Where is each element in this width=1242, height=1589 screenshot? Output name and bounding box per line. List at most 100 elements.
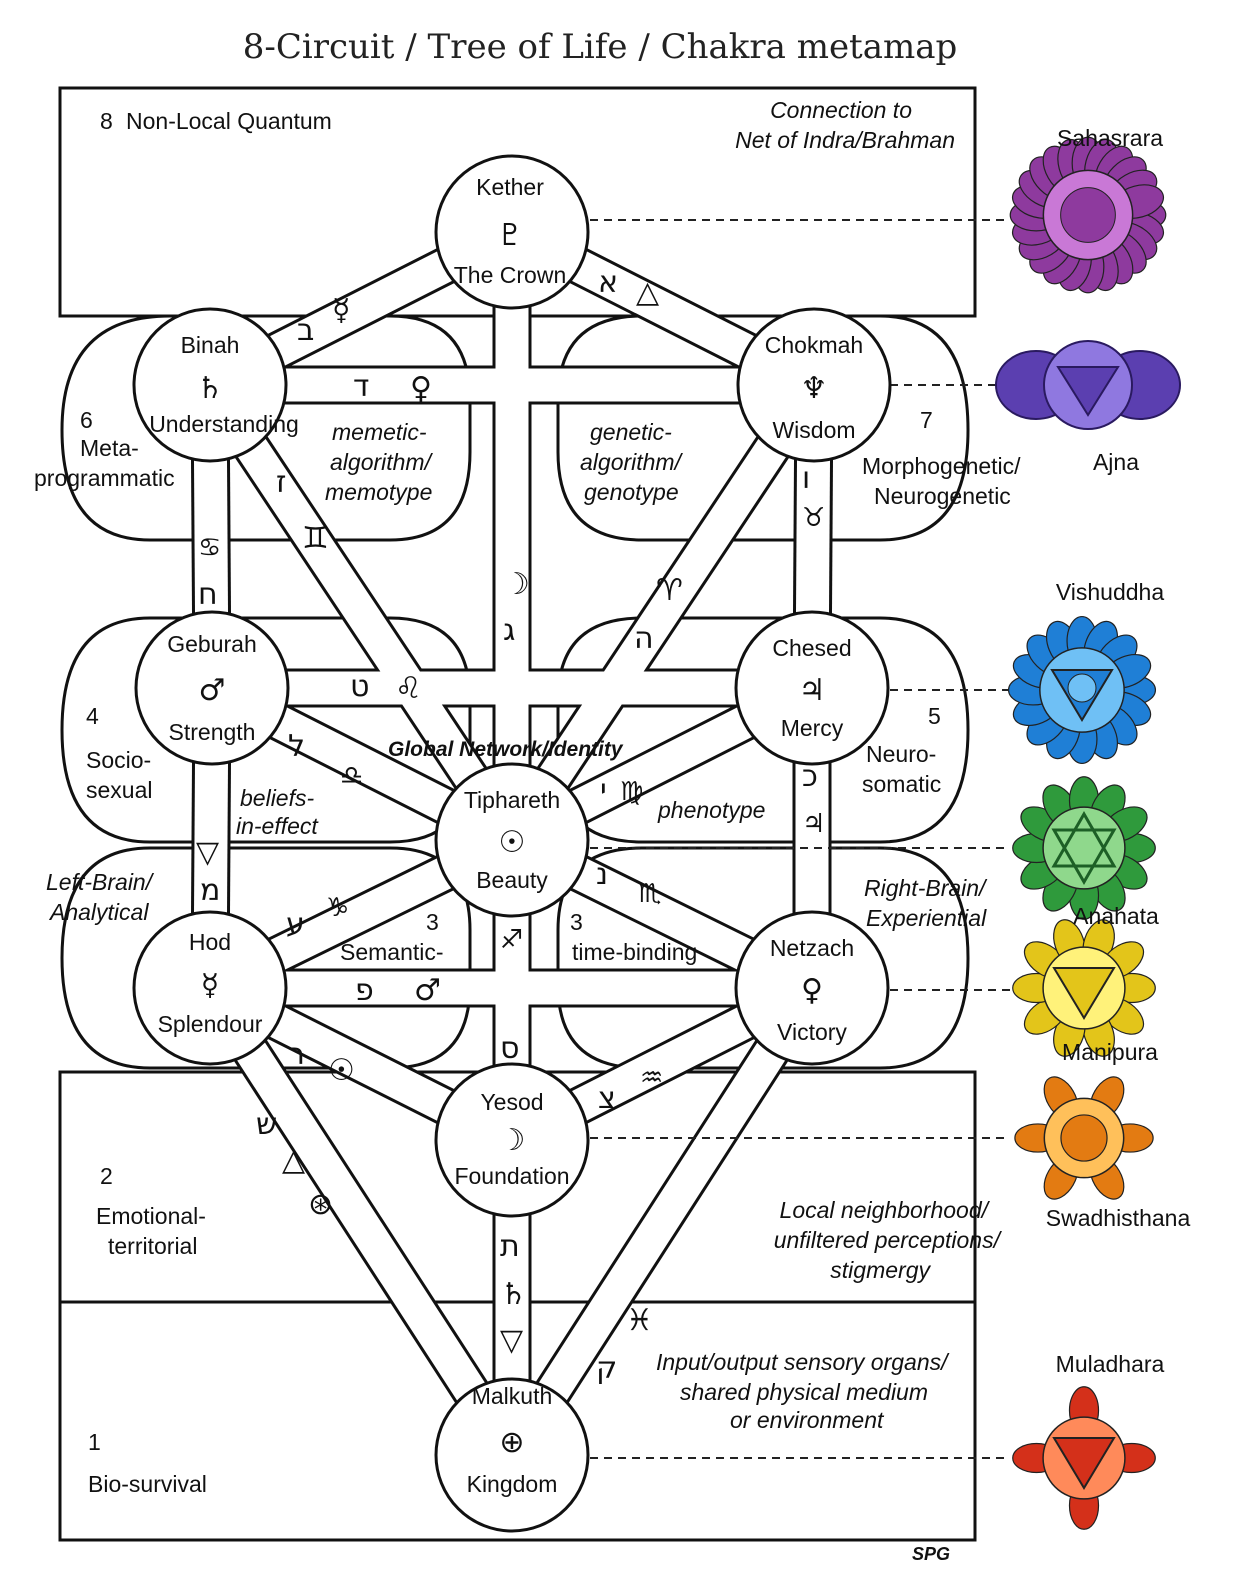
glyph-he: ה bbox=[634, 621, 654, 656]
hod-symbol: ☿ bbox=[201, 968, 219, 1003]
memetic-line1: memetic- bbox=[332, 419, 427, 445]
glyph-pe: פ bbox=[355, 973, 374, 1008]
local-line2: unfiltered perceptions/ bbox=[774, 1227, 1003, 1253]
tiphareth-symbol: ☉ bbox=[499, 825, 526, 860]
chakra-label-muladhara: Muladhara bbox=[1056, 1351, 1165, 1377]
glyph-cancer: ♋ bbox=[198, 533, 221, 563]
glyph-mars-path: ♂ bbox=[414, 973, 441, 1008]
glyph-lamed: ל bbox=[288, 729, 305, 764]
circuit-4-num: 4 bbox=[86, 703, 99, 729]
chokmah-title: Wisdom bbox=[772, 417, 855, 443]
memetic-line2: algorithm/ bbox=[330, 449, 434, 475]
glyph-shin: ש bbox=[256, 1107, 277, 1142]
circuit-3-right-label: time-binding bbox=[572, 939, 697, 965]
chakra-muladhara bbox=[1012, 1386, 1156, 1530]
chokmah-name: Chokmah bbox=[765, 332, 863, 358]
circuit-2-num: 2 bbox=[100, 1163, 113, 1189]
geburah-symbol: ♂ bbox=[199, 673, 226, 708]
chakras bbox=[995, 136, 1181, 1530]
chakra-center bbox=[1042, 806, 1126, 890]
glyph-qoph: ק bbox=[596, 1351, 617, 1386]
circuit-6-num: 6 bbox=[80, 407, 93, 433]
glyph-teth: ט bbox=[350, 669, 369, 704]
glyph-samekh: ס bbox=[500, 1031, 519, 1066]
chakra-label-ajna: Ajna bbox=[1093, 449, 1139, 475]
chakra-sahasrara bbox=[1009, 136, 1167, 294]
glyph-fire-triangle: △ bbox=[636, 275, 659, 310]
geburah-title: Strength bbox=[169, 719, 256, 745]
glyph-virgo: ♍ bbox=[620, 777, 643, 807]
chokmah-symbol: ♆ bbox=[801, 371, 828, 406]
beliefs-line1: beliefs- bbox=[240, 785, 314, 811]
chesed-name: Chesed bbox=[772, 635, 851, 661]
malkuth-title: Kingdom bbox=[467, 1471, 558, 1497]
glyph-saturn-path: ♄ bbox=[500, 1277, 527, 1312]
glyph-mercury-path: ☿ bbox=[332, 293, 350, 328]
beliefs-line2: in-effect bbox=[236, 813, 319, 839]
glyph-moon-path: ☽ bbox=[503, 567, 530, 602]
glyph-tav: ת bbox=[500, 1229, 520, 1264]
binah-name: Binah bbox=[181, 332, 240, 358]
glyph-ayin: ע bbox=[286, 907, 305, 942]
netzach-title: Victory bbox=[777, 1019, 847, 1045]
circuit-3-right-num: 3 bbox=[570, 909, 583, 935]
chakra-inner-ring bbox=[1060, 187, 1116, 243]
local-line3: stigmergy bbox=[830, 1257, 931, 1283]
binah-title: Understanding bbox=[149, 411, 299, 437]
right-brain-line1: Right-Brain/ bbox=[864, 875, 988, 901]
path-glyphs: ב ☿ א △ ד ♀ ז ♊ ♋ ח ☽ ג ♈ ה ו ♉ ט ♌ ל ♎ … bbox=[196, 265, 825, 1386]
chakra-manipura bbox=[1012, 919, 1156, 1057]
circuit-2-line2: territorial bbox=[108, 1233, 197, 1259]
netzach-symbol: ♀ bbox=[801, 973, 823, 1008]
hod-name: Hod bbox=[189, 929, 231, 955]
chakra-labels: Sahasrara Ajna Vishuddha Anahata Manipur… bbox=[1046, 125, 1191, 1377]
chakra-label-vishuddha: Vishuddha bbox=[1056, 579, 1164, 605]
circuit-5-line1: Neuro- bbox=[866, 741, 936, 767]
glyph-water-triangle: ▽ bbox=[196, 835, 219, 870]
glyph-vav: ו bbox=[802, 461, 810, 496]
chakra-anahata bbox=[1012, 776, 1156, 920]
glyph-daleth: ד bbox=[353, 369, 369, 404]
glyph-cheth: ח bbox=[198, 577, 218, 612]
diagram-notes: memetic- algorithm/ memotype genetic- al… bbox=[46, 419, 1003, 1433]
chakra-connectors bbox=[590, 219, 1010, 1459]
circuit-7-line2: Neurogenetic bbox=[874, 483, 1011, 509]
sephirah-tiphareth bbox=[434, 762, 590, 918]
chakra-label-manipura: Manipura bbox=[1062, 1039, 1158, 1065]
circuit-labels: 8 Non-Local Quantum Connection to Net of… bbox=[34, 97, 1021, 1497]
circuit-8-label: Non-Local Quantum bbox=[126, 108, 332, 134]
geburah-name: Geburah bbox=[167, 631, 257, 657]
circuit-8-note-1: Connection to bbox=[770, 97, 912, 123]
yesod-name: Yesod bbox=[480, 1089, 543, 1115]
sephirah-binah bbox=[132, 307, 288, 463]
memetic-line3: memotype bbox=[325, 479, 432, 505]
sephiroth bbox=[132, 154, 892, 1533]
glyph-aries: ♈ bbox=[656, 573, 683, 608]
circuit-4-line1: Socio- bbox=[86, 747, 151, 773]
circuit-3-left-num: 3 bbox=[426, 909, 439, 935]
glyph-gemini: ♊ bbox=[302, 521, 329, 556]
glyph-sun-path: ☉ bbox=[328, 1053, 355, 1088]
glyph-gimel: ג bbox=[503, 613, 515, 648]
tiphareth-name: Tiphareth bbox=[464, 787, 560, 813]
circuit-6-line1: Meta- bbox=[80, 435, 139, 461]
glyph-beth: ב bbox=[297, 313, 314, 348]
sephirah-yesod bbox=[434, 1062, 590, 1218]
circuit-5-num: 5 bbox=[928, 703, 941, 729]
chakra-core bbox=[1067, 673, 1097, 703]
malkuth-name: Malkuth bbox=[472, 1383, 553, 1409]
anahata-up-triangle bbox=[1051, 810, 1117, 868]
genetic-line1: genetic- bbox=[590, 419, 672, 445]
sephirah-hod bbox=[132, 910, 288, 1066]
glyph-yod: י bbox=[600, 773, 607, 808]
yesod-title: Foundation bbox=[454, 1163, 569, 1189]
sephirah-chokmah bbox=[736, 307, 892, 463]
sephirah-malkuth bbox=[434, 1377, 590, 1533]
chakra-vishuddha bbox=[1007, 615, 1157, 765]
input-line2: shared physical medium bbox=[680, 1379, 928, 1405]
glyph-resh: ר bbox=[288, 1037, 305, 1072]
sephirah-chesed bbox=[734, 610, 890, 766]
kether-symbol: ♇ bbox=[497, 218, 524, 253]
chakra-label-sahasrara: Sahasrara bbox=[1057, 125, 1163, 151]
